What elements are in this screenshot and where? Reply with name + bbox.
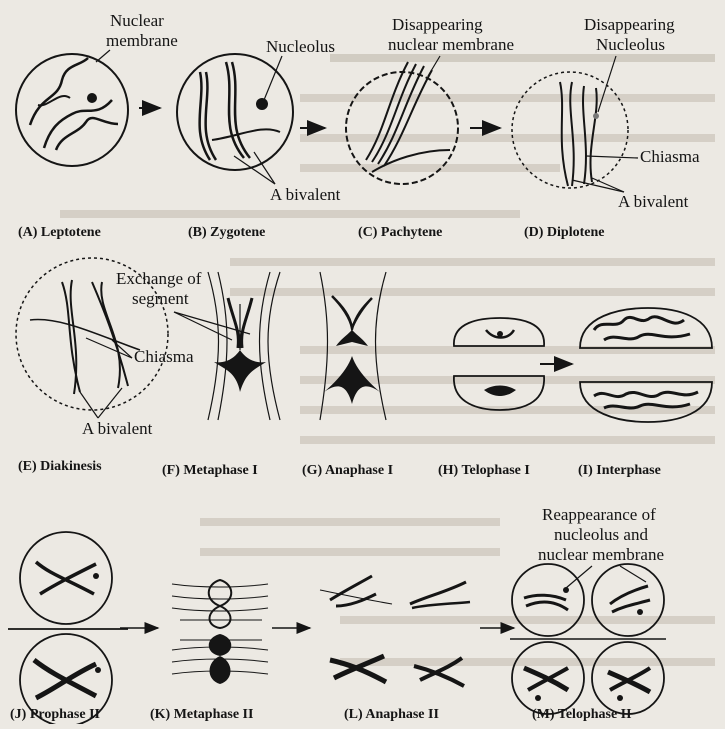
label-chiasma-e: Chiasma: [134, 347, 194, 366]
label-reappearance-1: Reappearance of: [542, 505, 656, 524]
row2-left-labels: Chiasma A bivalent: [80, 338, 194, 438]
caption-diplotene: (D) Diplotene: [524, 225, 605, 240]
caption-leptotene: (A) Leptotene: [18, 225, 101, 240]
label-reappearance-2: nucleolus and: [554, 525, 648, 544]
label-nuclear-membrane-2: membrane: [106, 31, 178, 50]
row1-labels: Nuclear membrane Nucleolus A bivalent Di…: [96, 11, 700, 211]
caption-interphase: (I) Interphase: [578, 463, 661, 478]
label-nuclear-membrane-1: Nuclear: [110, 11, 164, 30]
row1-captions: (A) Leptotene (B) Zygotene (C) Pachytene…: [18, 225, 605, 240]
label-disappearing-nucleolus-2: Nucleolus: [596, 35, 665, 54]
label-disappearing-nuclear-membrane-1: Disappearing: [392, 15, 483, 34]
caption-telophase-1: (H) Telophase I: [438, 463, 530, 478]
label-reappearance-3: nuclear membrane: [538, 545, 664, 564]
cell-interphase: [580, 308, 712, 422]
label-exchange-of-segment-1: Exchange of: [116, 269, 202, 288]
cell-metaphase-2: [172, 580, 268, 684]
caption-diakinesis: (E) Diakinesis: [18, 459, 102, 474]
caption-telophase-2: (M) Telophase II: [532, 707, 632, 722]
label-bivalent-d: A bivalent: [618, 192, 689, 211]
cell-telophase-2: [510, 564, 666, 714]
cell-prophase-2: [8, 532, 128, 724]
caption-zygotene: (B) Zygotene: [188, 225, 265, 240]
label-nucleolus: Nucleolus: [266, 37, 335, 56]
cell-anaphase-2: [320, 576, 470, 686]
caption-anaphase-1: (G) Anaphase I: [302, 463, 393, 478]
label-chiasma-d: Chiasma: [640, 147, 700, 166]
caption-metaphase-1: (F) Metaphase I: [162, 463, 258, 478]
label-disappearing-nuclear-membrane-2: nuclear membrane: [388, 35, 514, 54]
label-bivalent-b: A bivalent: [270, 185, 341, 204]
label-exchange-of-segment-2: segment: [132, 289, 189, 308]
row2-captions: (E) Diakinesis (F) Metaphase I (G) Anaph…: [18, 459, 661, 478]
cell-leptotene: [16, 54, 128, 166]
caption-pachytene: (C) Pachytene: [358, 225, 442, 240]
row3-captions: (J) Prophase II (K) Metaphase II (L) Ana…: [10, 707, 632, 722]
cell-telophase-1: [454, 318, 544, 410]
label-disappearing-nucleolus-1: Disappearing: [584, 15, 675, 34]
caption-anaphase-2: (L) Anaphase II: [344, 707, 439, 722]
label-bivalent-e: A bivalent: [82, 419, 153, 438]
caption-metaphase-2: (K) Metaphase II: [150, 707, 253, 722]
caption-prophase-2: (J) Prophase II: [10, 707, 100, 722]
